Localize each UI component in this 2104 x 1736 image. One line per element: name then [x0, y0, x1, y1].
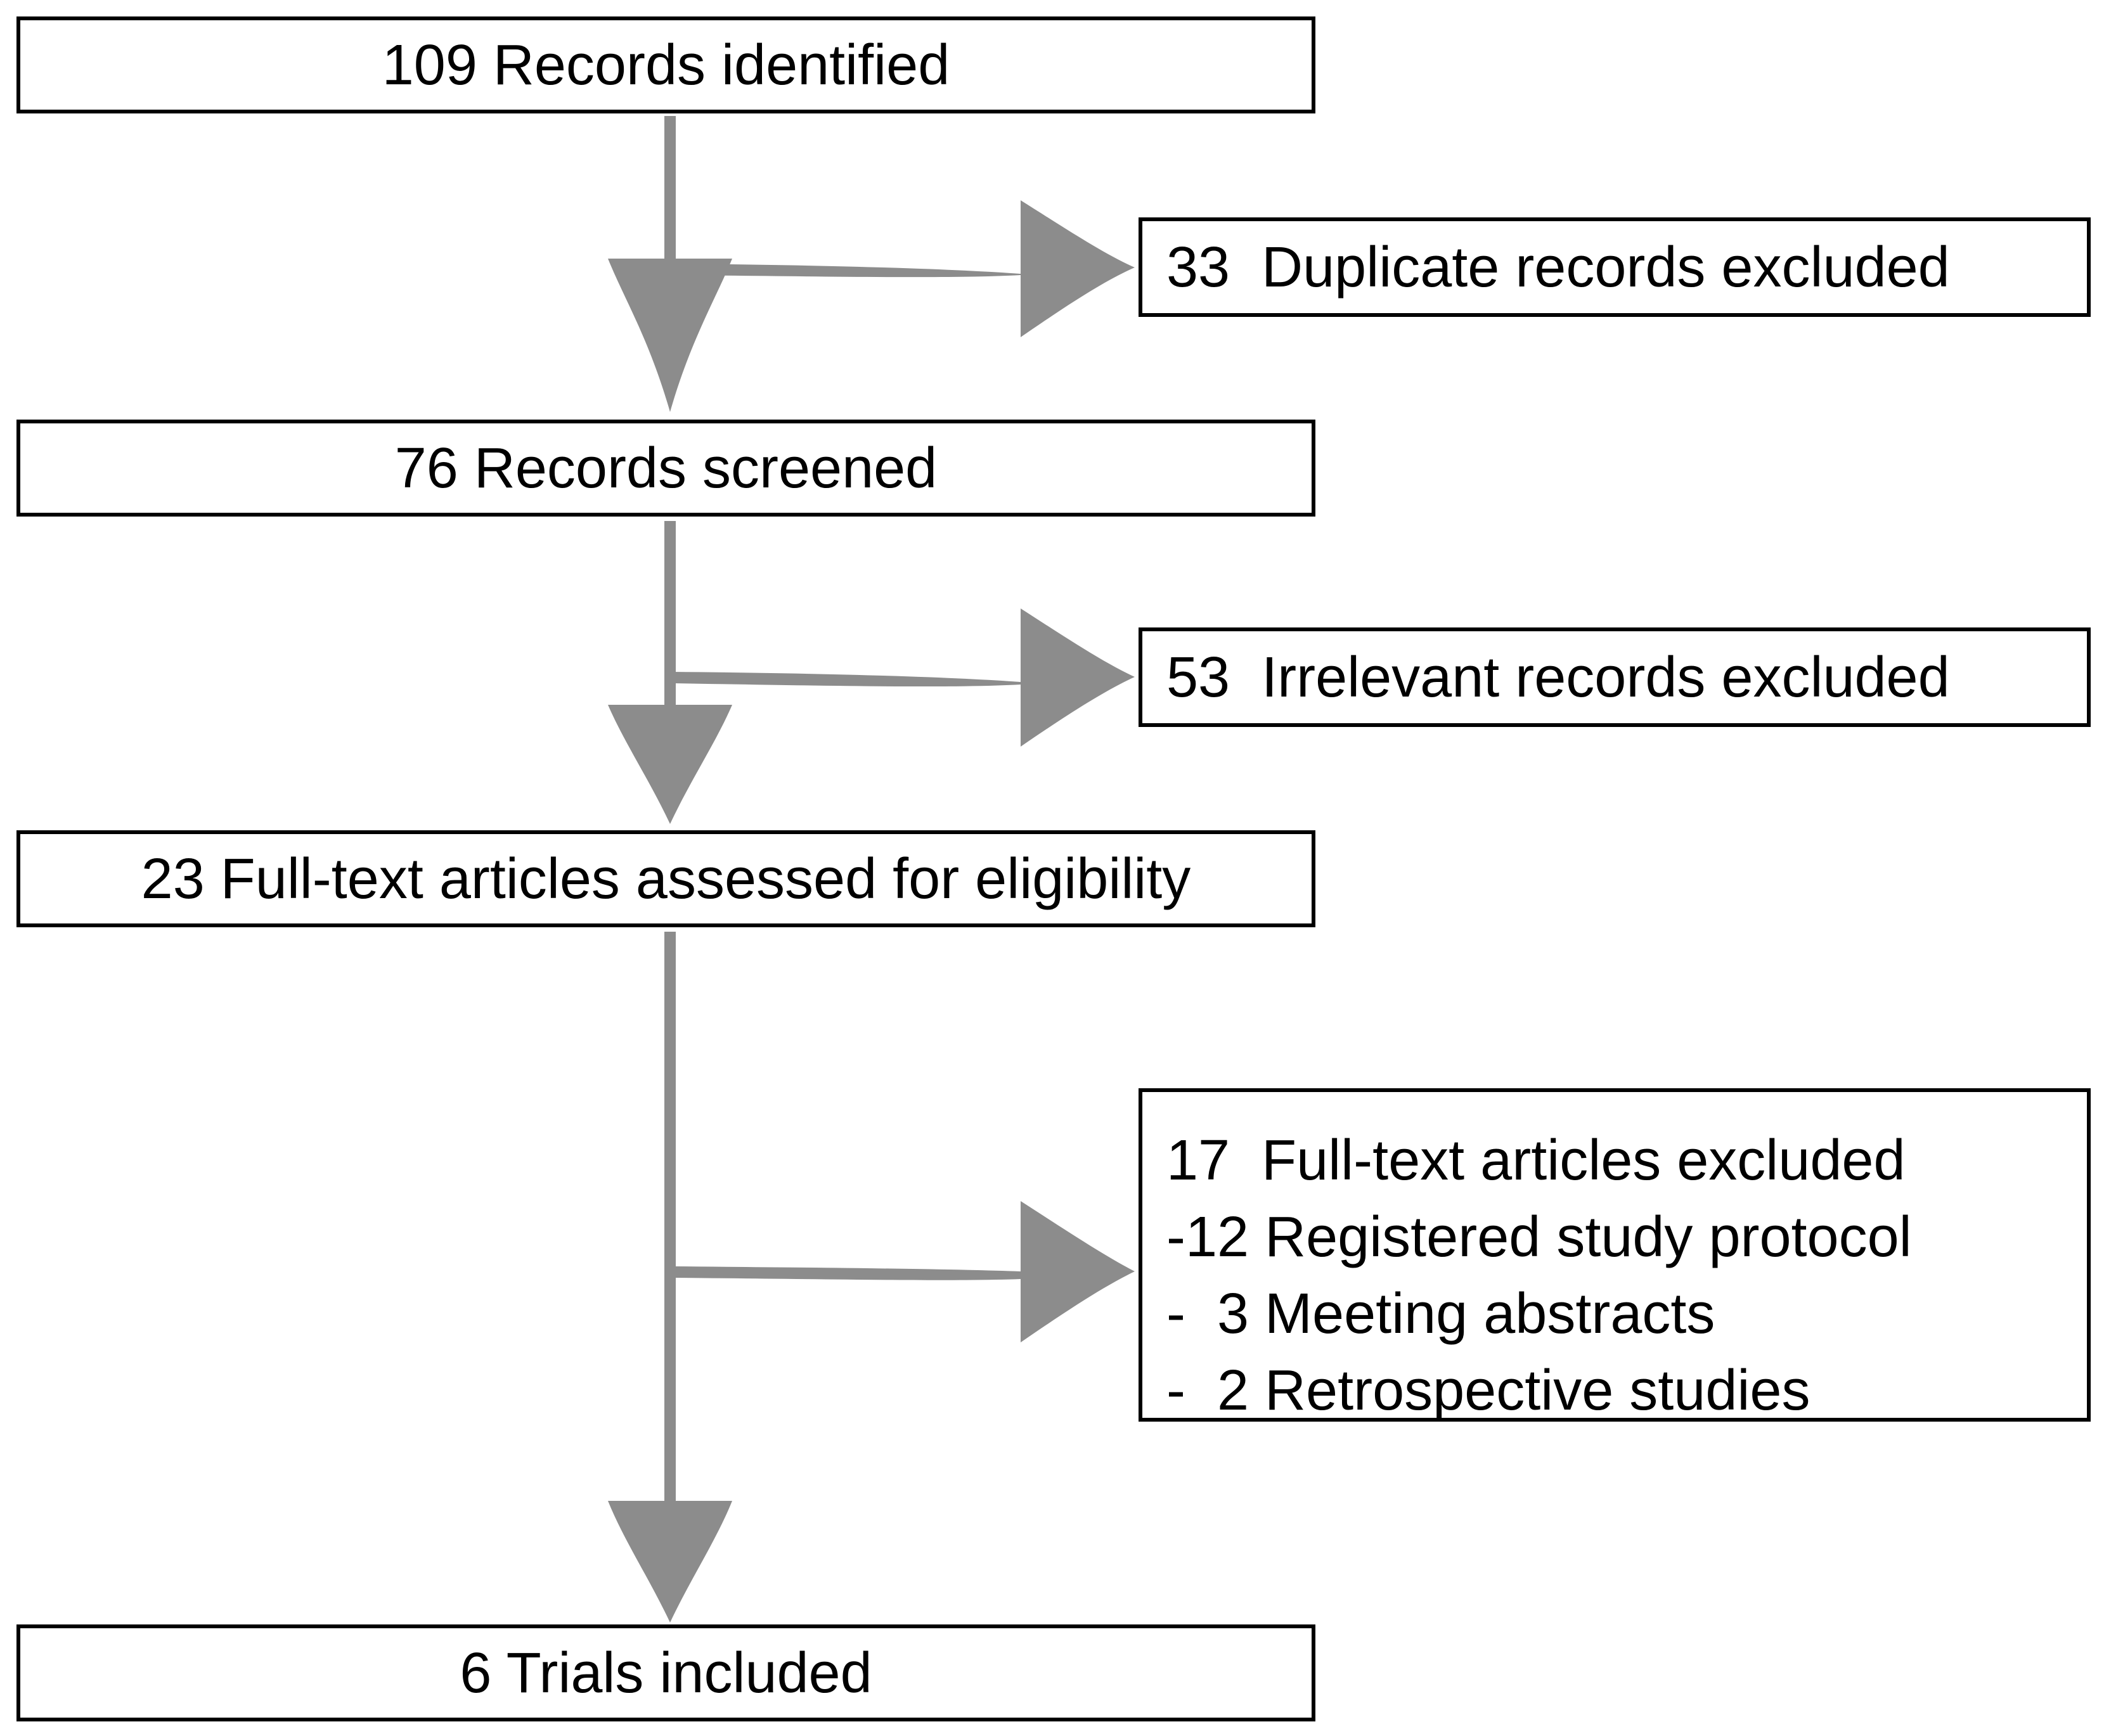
records-screened-text: 76 Records screened: [394, 436, 938, 500]
fulltext-excluded-box: 17 Full-text articles excluded -12 Regis…: [1139, 1088, 2091, 1422]
arrow-down-screened-to-fulltext: [608, 521, 732, 824]
arrow-right-to-fulltext-excluded: [672, 1201, 1135, 1342]
irrelevant-records-text: 53 Irrelevant records excluded: [1166, 645, 1950, 709]
fulltext-assessed-box: 23 Full-text articles assessed for eligi…: [16, 830, 1315, 927]
fulltext-excluded-header: 17 Full-text articles excluded: [1166, 1129, 1906, 1192]
exclusion-reason: -12 Registered study protocol: [1166, 1206, 1912, 1269]
exclusion-reason: - 3 Meeting abstracts: [1166, 1282, 1715, 1346]
arrow-right-to-irrelevant: [672, 608, 1135, 747]
records-identified-box: 109 Records identified: [16, 16, 1315, 113]
trials-included-text: 6 Trials included: [460, 1641, 872, 1705]
exclusion-reason: - 2 Retrospective studies: [1166, 1359, 1810, 1422]
fulltext-assessed-text: 23 Full-text articles assessed for eligi…: [141, 847, 1191, 911]
irrelevant-records-box: 53 Irrelevant records excluded: [1139, 627, 2091, 727]
trials-included-box: 6 Trials included: [16, 1624, 1315, 1721]
records-screened-box: 76 Records screened: [16, 420, 1315, 517]
arrow-down-identified-to-screened: [608, 116, 732, 412]
duplicate-records-text: 33 Duplicate records excluded: [1166, 235, 1950, 299]
arrow-right-to-duplicates: [672, 200, 1135, 337]
duplicate-records-box: 33 Duplicate records excluded: [1139, 217, 2091, 317]
arrow-down-fulltext-to-included: [608, 932, 732, 1623]
records-identified-text: 109 Records identified: [382, 33, 950, 97]
